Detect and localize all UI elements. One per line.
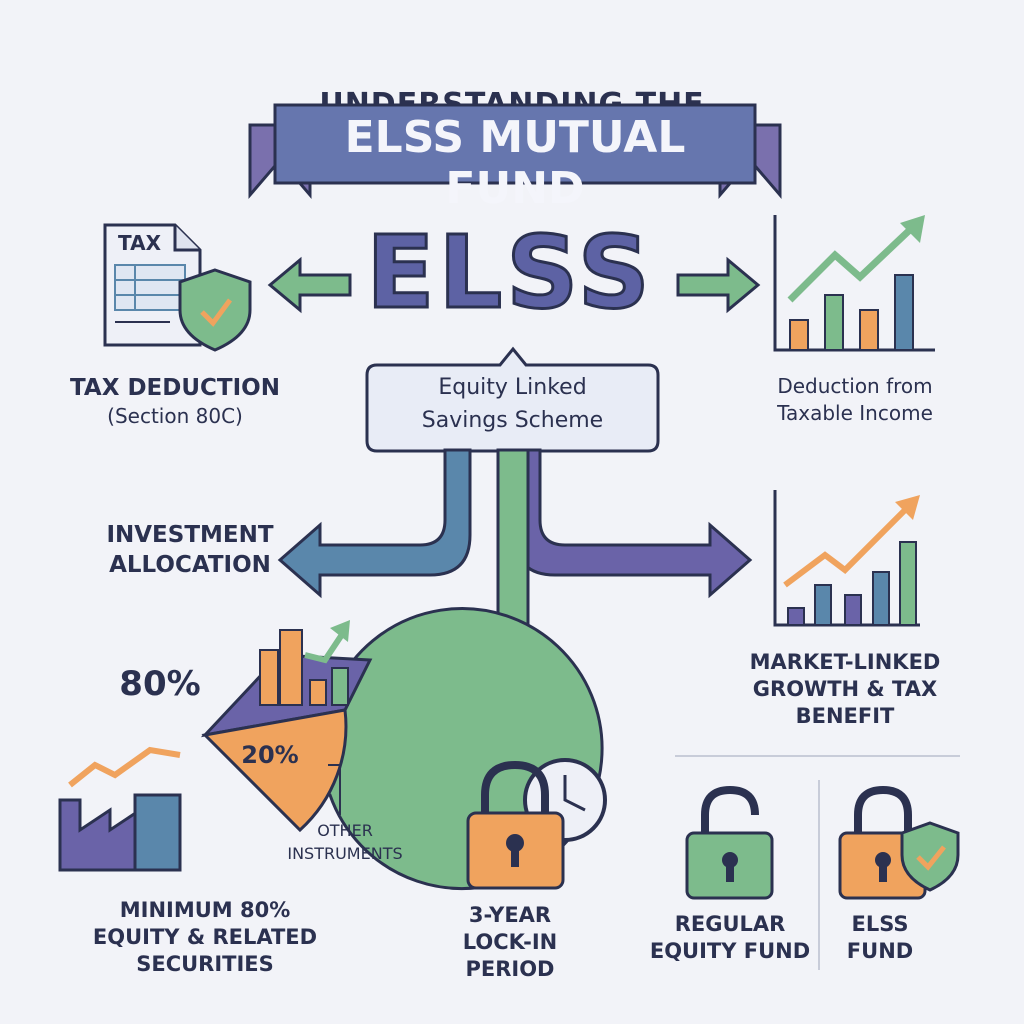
arrow-left-icon: [267, 256, 352, 314]
expansion-line1: Equity Linked: [438, 375, 587, 400]
locked-padlock-shield-icon: [838, 785, 960, 900]
tax-deduction-label: TAX DEDUCTION: [70, 375, 280, 401]
deduction-line1: Deduction from: [777, 374, 933, 398]
growth-line2: GROWTH & TAX: [752, 677, 938, 701]
growth-chart-icon: [773, 215, 935, 352]
other-label-line2: INSTRUMENTS: [287, 844, 403, 863]
allocation-footer-line3: SECURITIES: [136, 952, 274, 976]
allocation-heading-line1: INVESTMENT: [106, 522, 274, 548]
growth-line1: MARKET-LINKED: [749, 650, 941, 674]
equity-percent: 80%: [119, 664, 201, 704]
padlock-clock-icon: [466, 758, 607, 890]
unlocked-padlock-icon: [685, 785, 774, 900]
regular-fund-line1: REGULAR: [674, 912, 786, 936]
arrow-right-icon: [676, 256, 761, 314]
lockin-line3: PERIOD: [465, 957, 555, 981]
elss-fund-line1: ELSS: [851, 912, 909, 936]
regular-fund-line2: EQUITY FUND: [649, 939, 811, 963]
allocation-heading-line2: ALLOCATION: [109, 552, 271, 578]
elss-fund-line2: FUND: [846, 939, 914, 963]
divider-horizontal: [675, 755, 960, 757]
tax-doc-label: TAX: [118, 231, 161, 255]
allocation-footer-line2: EQUITY & RELATED: [92, 925, 318, 949]
divider-vertical: [818, 780, 820, 970]
title-banner: ELSS MUTUAL FUND: [344, 112, 686, 214]
lockin-line1: 3-YEAR: [468, 903, 552, 927]
elss-acronym: ELSS: [365, 214, 654, 332]
deduction-line2: Taxable Income: [777, 401, 933, 425]
title-ribbon: [248, 103, 782, 200]
lockin-line2: LOCK-IN: [462, 930, 558, 954]
tax-document-icon: [103, 223, 252, 352]
tax-section-label: (Section 80C): [107, 404, 243, 428]
growth-line3: BENEFIT: [795, 704, 895, 728]
allocation-footer-line1: MINIMUM 80%: [119, 898, 291, 922]
expansion-line2: Savings Scheme: [421, 408, 604, 433]
expansion-box: [365, 346, 660, 453]
pie-slice-other: [201, 708, 348, 833]
market-growth-chart-icon: [773, 490, 920, 627]
other-percent: 20%: [241, 741, 299, 769]
other-label-line1: OTHER: [317, 821, 373, 840]
